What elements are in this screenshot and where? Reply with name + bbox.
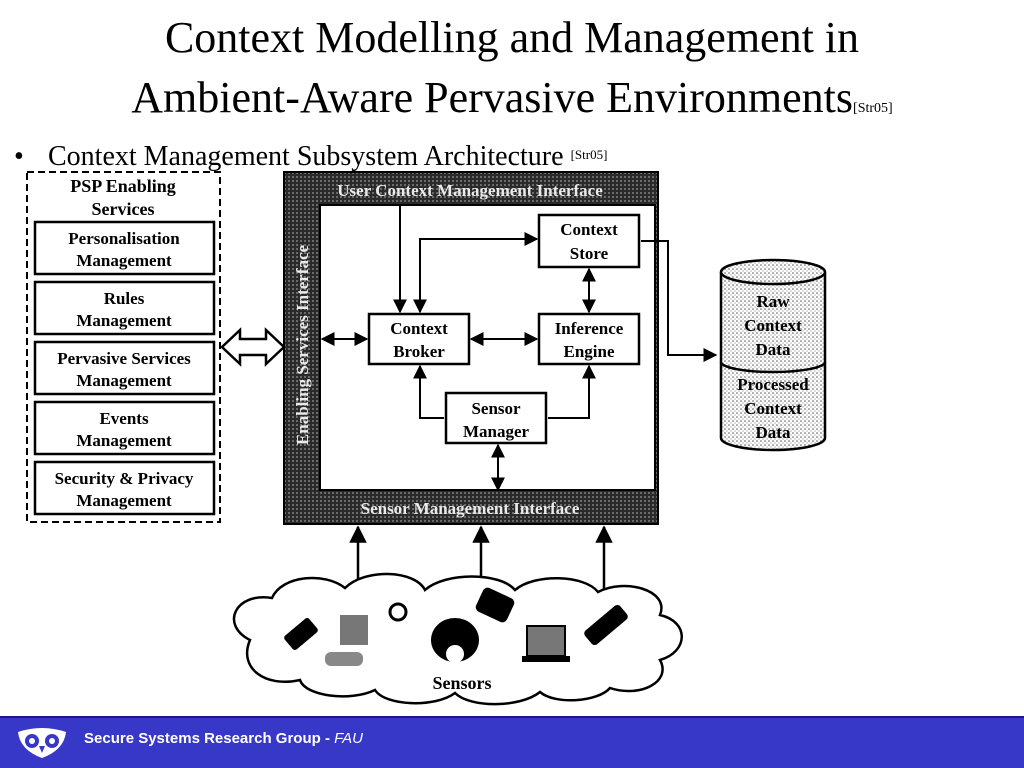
psp-item-label: Management <box>76 491 172 510</box>
psp-heading-line-1: PSP Enabling <box>70 176 176 196</box>
footer-group-name: Secure Systems Research Group - <box>84 730 335 747</box>
psp-interface-double-arrow <box>220 327 286 367</box>
sensor-device-icons <box>284 587 628 666</box>
context-broker-box: Context Broker <box>367 312 471 366</box>
sensor-manager-label: Manager <box>463 422 530 441</box>
raw-data-label: Data <box>756 340 791 359</box>
laptop-icon <box>526 625 566 657</box>
psp-item-events: Events Management <box>33 400 216 456</box>
bullet-text: Context Management Subsystem Architectur… <box>48 141 564 172</box>
psp-heading-line-2: Services <box>92 199 155 219</box>
owl-logo-icon <box>18 728 66 758</box>
raw-data-label: Raw <box>756 292 790 311</box>
psp-item-label: Pervasive Services <box>57 349 191 368</box>
enabling-services-interface-label: Enabling Services Interface <box>293 244 312 445</box>
title-line-2: Ambient-Aware Pervasive Environments[Str… <box>0 68 1024 139</box>
sensors-cloud: Sensors <box>232 572 683 706</box>
psp-enabling-services-group: PSP Enabling Services Personalisation Ma… <box>26 171 221 523</box>
inference-engine-label: Inference <box>555 319 624 338</box>
psp-item-label: Management <box>76 311 172 330</box>
headset-icon <box>388 602 408 622</box>
context-broker-label: Broker <box>393 342 445 361</box>
title-citation: [Str05] <box>853 101 893 116</box>
title-line-1: Context Modelling and Management in <box>164 13 860 62</box>
processed-data-label: Processed <box>737 375 809 394</box>
psp-item-label: Events <box>99 409 149 428</box>
psp-item-label: Management <box>76 371 172 390</box>
raw-data-label: Context <box>744 316 802 335</box>
remote-icon <box>325 652 363 666</box>
sensor-arrows <box>349 525 613 595</box>
bullet-marker: • <box>14 141 24 172</box>
context-management-subsystem: User Context Management Interface Enabli… <box>283 171 718 525</box>
camera-icon <box>431 618 479 662</box>
context-database: Raw Context Data Processed Context Data <box>719 258 827 452</box>
footer-bar: Secure Systems Research Group - FAU <box>0 716 1024 768</box>
slide-title: Context Modelling and Management in Ambi… <box>0 8 1024 139</box>
psp-item-label: Management <box>76 431 172 450</box>
title-line-2-text: Ambient-Aware Pervasive Environments <box>131 73 854 122</box>
sensor-interface-label: Sensor Management Interface <box>361 499 580 518</box>
psp-item-label: Management <box>76 251 172 270</box>
inference-engine-label: Engine <box>563 342 614 361</box>
architecture-diagram: PSP Enabling Services Personalisation Ma… <box>26 171 827 706</box>
phone-icon <box>284 618 318 650</box>
bullet-point: • Context Management Subsystem Architectu… <box>14 138 607 174</box>
processed-data-label: Context <box>744 399 802 418</box>
context-store-label: Context <box>560 220 618 239</box>
footer-text: Secure Systems Research Group - FAU <box>84 730 363 747</box>
sensor-manager-label: Sensor <box>471 399 521 418</box>
sensor-manager-box: Sensor Manager <box>444 391 548 445</box>
context-broker-label: Context <box>390 319 448 338</box>
mobile-icon <box>584 604 628 646</box>
psp-item-label: Security & Privacy <box>55 469 194 488</box>
sensors-label: Sensors <box>432 673 491 693</box>
context-store-label: Store <box>570 244 609 263</box>
psp-item-label: Rules <box>104 289 145 308</box>
pda-icon <box>475 587 515 623</box>
psp-item-personalisation: Personalisation Management <box>33 220 216 276</box>
user-context-interface-label: User Context Management Interface <box>337 181 603 200</box>
psp-item-security-privacy: Security & Privacy Management <box>33 460 216 516</box>
subsystem-connectors <box>320 205 718 492</box>
psp-item-label: Personalisation <box>68 229 180 248</box>
inference-engine-box: Inference Engine <box>537 312 641 366</box>
psp-item-pervasive-services: Pervasive Services Management <box>33 340 216 396</box>
bullet-citation: [Str05] <box>570 147 608 162</box>
processed-data-label: Data <box>756 423 791 442</box>
psp-item-rules: Rules Management <box>33 280 216 336</box>
footer-institution: FAU <box>334 730 363 747</box>
context-store-box: Context Store <box>537 213 641 269</box>
handheld-icon <box>340 615 368 645</box>
